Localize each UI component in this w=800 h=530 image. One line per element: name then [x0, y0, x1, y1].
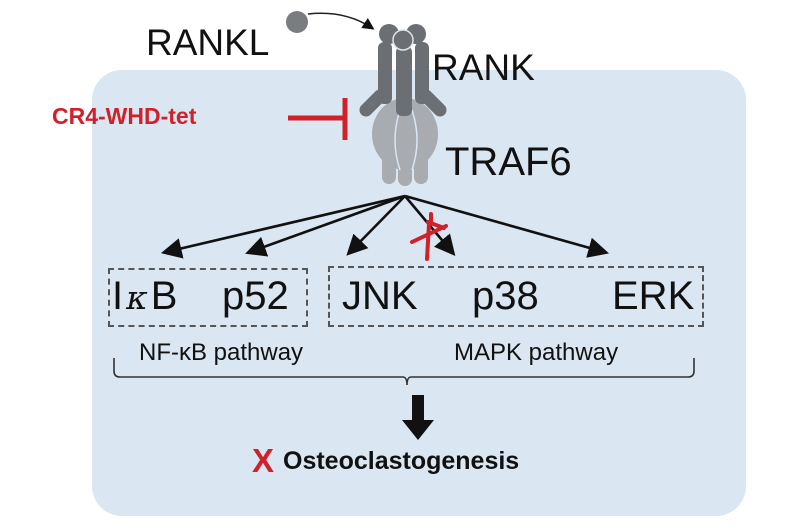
- traf6-shape: [372, 98, 438, 186]
- nfkb-group-box: [108, 268, 308, 327]
- rankl-label: RANKL: [146, 22, 270, 63]
- mapk-pathway-label: MAPK pathway: [454, 339, 619, 366]
- p38-block-mark: [410, 212, 448, 261]
- mapk-group-box: [328, 266, 704, 327]
- arrow-to-ikb: [160, 194, 406, 259]
- inhibitor-label: CR4-WHD-tet: [52, 103, 197, 129]
- rank-receptor-shape: [359, 24, 447, 117]
- outcome-label: Osteoclastogenesis: [283, 447, 520, 475]
- traf6-label: TRAF6: [445, 140, 572, 184]
- grouping-brace: [113, 358, 695, 386]
- rankl-ligand-dot: [286, 11, 308, 33]
- p52-label: p52: [222, 274, 289, 318]
- binding-arrow: [307, 12, 375, 30]
- jnk-label: JNK: [342, 274, 418, 318]
- inhibition-symbol: [288, 98, 348, 140]
- arrow-to-p52: [245, 194, 406, 257]
- down-arrow: [402, 395, 434, 440]
- arrow-to-jnk: [346, 195, 406, 256]
- ikb-label: IκB: [112, 274, 178, 318]
- p38-label: p38: [472, 274, 539, 318]
- rank-label: RANK: [432, 47, 535, 88]
- nfkb-pathway-label: NF-κB pathway: [139, 339, 304, 366]
- arrow-to-erk: [404, 194, 610, 258]
- erk-label: ERK: [612, 274, 695, 318]
- blocked-x-icon: X: [252, 442, 275, 479]
- signal-arrows: [160, 194, 610, 259]
